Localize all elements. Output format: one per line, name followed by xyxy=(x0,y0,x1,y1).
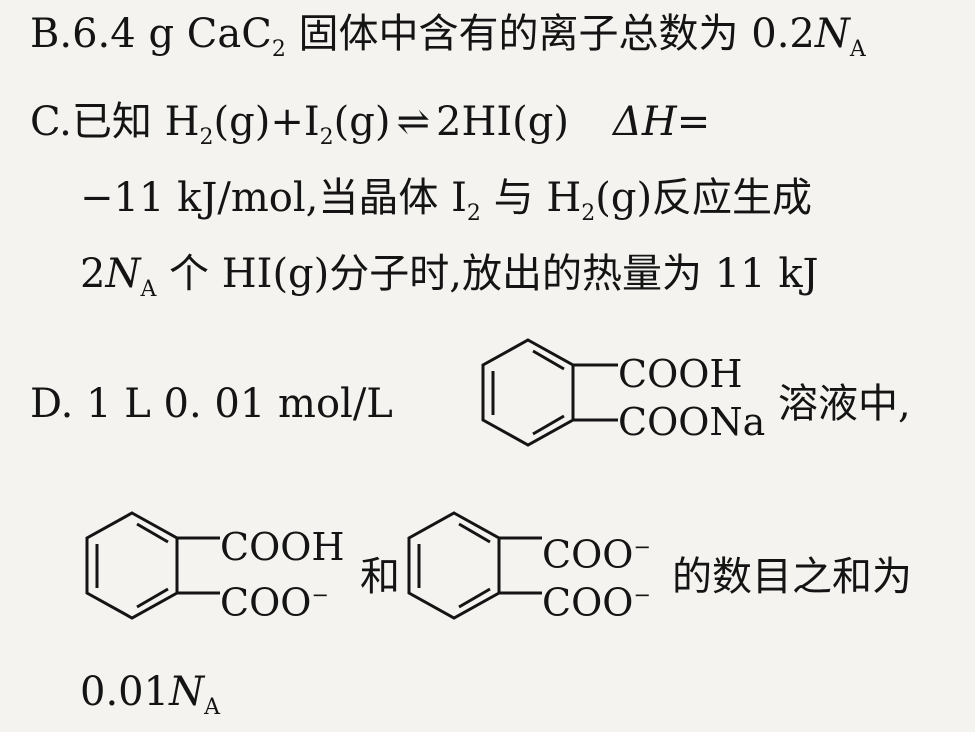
option-c-line-1: C.已知 H2(g)+I2(g)⇌2HI(g)ΔH= xyxy=(30,98,710,162)
delta-h: ΔH xyxy=(612,99,677,145)
mol2-top-group: COOH xyxy=(220,525,345,569)
benzene-ring-1 xyxy=(481,338,618,447)
mol1-bottom-group: COONa xyxy=(618,400,766,444)
benzene-ring-2 xyxy=(85,511,220,620)
avogadro-symbol: N xyxy=(169,669,205,715)
text: 1 L 0. 01 mol/L xyxy=(86,381,393,427)
subscript: A xyxy=(204,695,220,720)
equilibrium-arrow: ⇌ xyxy=(396,99,430,145)
superscript: − xyxy=(311,583,329,607)
option-d-text-3: 的数目之和为 xyxy=(672,554,912,600)
superscript: − xyxy=(633,583,651,607)
mol3-bottom-group: COO− xyxy=(542,575,651,623)
option-b-line: B.6.4 g CaC2 固体中含有的离子总数为 0.2NA xyxy=(30,10,866,74)
option-c-line-2: −11 kJ/mol,当晶体 I2 与 H2(g)反应生成 xyxy=(80,174,812,238)
benzene-ring-3 xyxy=(407,511,542,620)
option-d-line-1: D. 1 L 0. 01 mol/L xyxy=(30,380,393,428)
option-b-text: 6.4 g CaC xyxy=(72,11,272,57)
text: (g)+I xyxy=(213,99,320,145)
text: 个 HI(g)分子时,放出的热量为 11 kJ xyxy=(156,251,819,297)
option-b-label: B. xyxy=(30,11,73,57)
option-c-label: C. xyxy=(30,99,72,145)
mol1-top-group: COOH xyxy=(618,352,743,396)
subscript: A xyxy=(849,37,866,62)
subscript: 2 xyxy=(466,201,481,226)
text: 与 H xyxy=(480,175,582,221)
text: (g)反应生成 xyxy=(595,175,813,221)
text: 2 xyxy=(80,251,106,297)
option-b-text-2: 固体中含有的离子总数为 0.2 xyxy=(285,11,815,57)
text: COO xyxy=(542,532,634,577)
text: (g) xyxy=(333,99,391,145)
subscript: A xyxy=(140,277,157,302)
superscript: − xyxy=(633,535,651,559)
option-d-last-line: 0.01NA xyxy=(80,668,220,732)
text: COO xyxy=(542,580,634,625)
text: COO xyxy=(220,580,312,625)
conjunction-and: 和 xyxy=(360,554,400,600)
option-d-label: D. xyxy=(30,381,74,427)
avogadro-symbol: N xyxy=(105,251,141,297)
mol2-bottom-group: COO− xyxy=(220,575,329,623)
text: 已知 H xyxy=(71,99,200,145)
text: −11 kJ/mol,当晶体 I xyxy=(80,175,467,221)
subscript: 2 xyxy=(581,201,596,226)
equals-sign: = xyxy=(676,99,711,145)
mol3-top-group: COO− xyxy=(542,527,651,575)
text: 0.01 xyxy=(80,669,170,715)
option-c-line-3: 2NA 个 HI(g)分子时,放出的热量为 11 kJ xyxy=(80,250,819,314)
avogadro-symbol: N xyxy=(814,11,850,57)
subscript: 2 xyxy=(319,125,334,150)
text: 2HI(g) xyxy=(436,99,569,145)
subscript: 2 xyxy=(271,37,286,62)
option-d-text-2: 溶液中, xyxy=(778,381,911,427)
subscript: 2 xyxy=(199,125,214,150)
